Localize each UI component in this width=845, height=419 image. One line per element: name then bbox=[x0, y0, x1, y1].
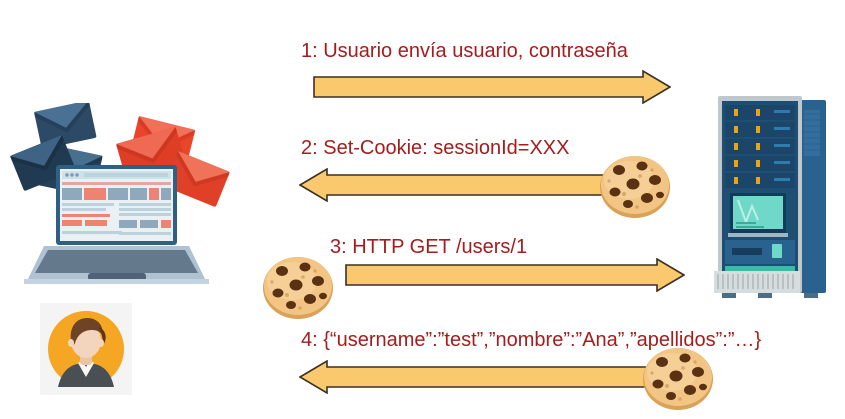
envelope-navy-1 bbox=[34, 103, 97, 149]
message-arrow-1 bbox=[313, 70, 671, 104]
server-console-screen bbox=[728, 193, 788, 237]
message-label-1: 1: Usuario envía usuario, contraseña bbox=[301, 40, 628, 62]
message-arrow-2 bbox=[299, 168, 629, 202]
message-label-3: 3: HTTP GET /users/1 bbox=[330, 236, 528, 258]
user-avatar bbox=[40, 303, 132, 395]
chocolate-chip-cookie-icon bbox=[597, 150, 673, 222]
message-arrow-4 bbox=[299, 360, 671, 394]
message-arrow-3 bbox=[345, 258, 685, 292]
laptop-base bbox=[24, 246, 209, 284]
chocolate-chip-cookie-icon bbox=[640, 342, 716, 414]
message-label-2: 2: Set-Cookie: sessionId=XXX bbox=[301, 137, 570, 159]
server-rack bbox=[712, 96, 830, 301]
chocolate-chip-cookie-icon bbox=[260, 251, 336, 323]
envelope-red-3 bbox=[164, 151, 230, 207]
laptop-client bbox=[6, 103, 234, 288]
server-blades bbox=[725, 105, 795, 188]
message-label-4: 4: {“username”:”test”,”nombre”:”Ana”,”ap… bbox=[301, 329, 762, 351]
laptop-screen bbox=[56, 165, 177, 245]
